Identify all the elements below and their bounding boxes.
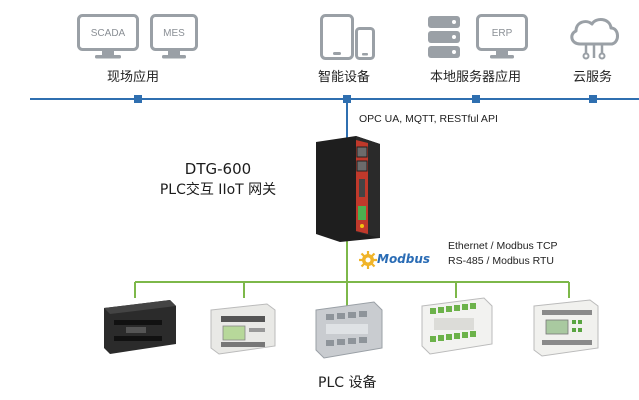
local-server-label: 本地服务器应用 (430, 70, 522, 85)
plc-device-icon (104, 300, 176, 354)
gateway-device-image (316, 136, 380, 242)
database-icon (428, 16, 460, 58)
monitor-icon: SCADA (77, 14, 139, 59)
upstream-protocols: OPC UA, MQTT, RESTful API (359, 113, 498, 125)
plc-device-icon (210, 303, 276, 355)
gateway-name: DTG-600 (184, 160, 252, 178)
monitor-icon: MES (150, 14, 198, 59)
modbus-logo-icon (359, 251, 377, 269)
plc-device-icon (315, 301, 383, 359)
plc-devices-label: PLC 设备 (318, 375, 377, 391)
plc-device-icon (533, 299, 599, 357)
smart-device-label: 智能设备 (318, 70, 371, 85)
erp-screen-label: ERP (492, 28, 513, 39)
monitor-icon: ERP (476, 14, 528, 59)
gateway-subtitle: PLC交互 IIoT 网关 (159, 182, 277, 198)
bus-node-server (472, 95, 480, 103)
tablet-icon (320, 14, 354, 60)
scada-screen-label: SCADA (91, 28, 126, 39)
downstream-protocol-rs485: RS-485 / Modbus RTU (448, 255, 555, 267)
gateway-title-block: DTG-600 PLC交互 IIoT 网关 (148, 160, 288, 199)
phone-icon (355, 27, 375, 60)
bus-node-smart (343, 95, 351, 103)
cloud-service-label: 云服务 (573, 70, 613, 85)
bus-node-cloud (589, 95, 597, 103)
plc-device-icon (421, 297, 493, 355)
mes-screen-label: MES (163, 28, 185, 39)
bus-node-field (134, 95, 142, 103)
field-app-label: 现场应用 (107, 70, 160, 85)
cloud-icon (570, 18, 619, 60)
modbus-logo-text: Modbus (377, 252, 431, 266)
downstream-protocol-ethernet: Ethernet / Modbus TCP (448, 240, 558, 252)
